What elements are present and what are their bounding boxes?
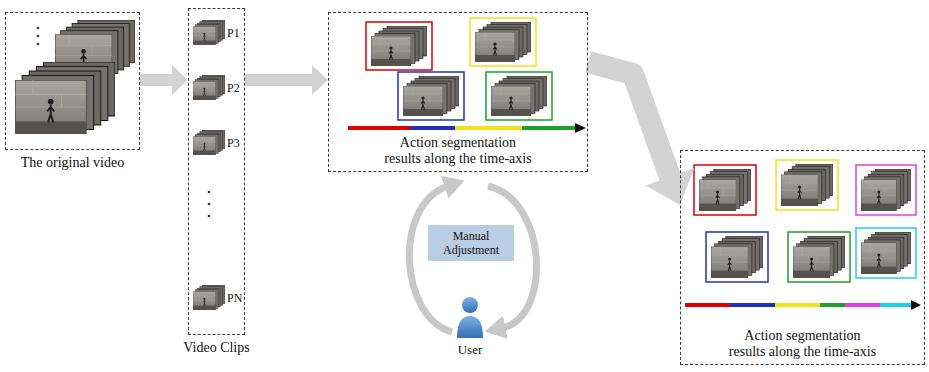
- clip-label: P3: [227, 136, 240, 150]
- video-panel: The original video: [5, 12, 140, 150]
- clip-label: P1: [227, 26, 240, 40]
- segmentation-panel: Action segmentation results along the ti…: [328, 12, 588, 172]
- clip-label: PN: [227, 291, 242, 305]
- user-label: User: [440, 342, 500, 357]
- arrow-shaft: [588, 62, 671, 180]
- panel-caption: The original video: [21, 155, 124, 171]
- panel-caption: Action segmentation results along the ti…: [703, 328, 903, 360]
- clips-panel: Video Clips: [188, 8, 245, 335]
- text-holder: Action segmentation results along the ti…: [329, 135, 587, 167]
- panel-caption: Action segmentation results along the ti…: [358, 135, 558, 167]
- arrow-head: [312, 65, 328, 95]
- adjustment-box: Manual Adjustment: [428, 225, 514, 261]
- arrow-shaft: [245, 74, 314, 86]
- arrow-head: [645, 168, 694, 205]
- flow-arrow: [588, 62, 694, 205]
- clip-label: P2: [227, 81, 240, 95]
- arrow-shaft: [140, 74, 174, 86]
- text-holder: Video Clips: [183, 340, 249, 356]
- text-holder: The original video: [21, 155, 124, 171]
- text-holder: Action segmentation results along the ti…: [681, 328, 924, 360]
- flow-arrow: [140, 65, 188, 95]
- text-holder: Manual Adjustment: [428, 225, 514, 261]
- flow-arrow: [245, 65, 328, 95]
- arrow-head: [172, 65, 188, 95]
- segmentation-panel: Action segmentation results along the ti…: [680, 150, 925, 365]
- panel-caption: Video Clips: [183, 340, 249, 356]
- box-label: Manual Adjustment: [431, 229, 511, 257]
